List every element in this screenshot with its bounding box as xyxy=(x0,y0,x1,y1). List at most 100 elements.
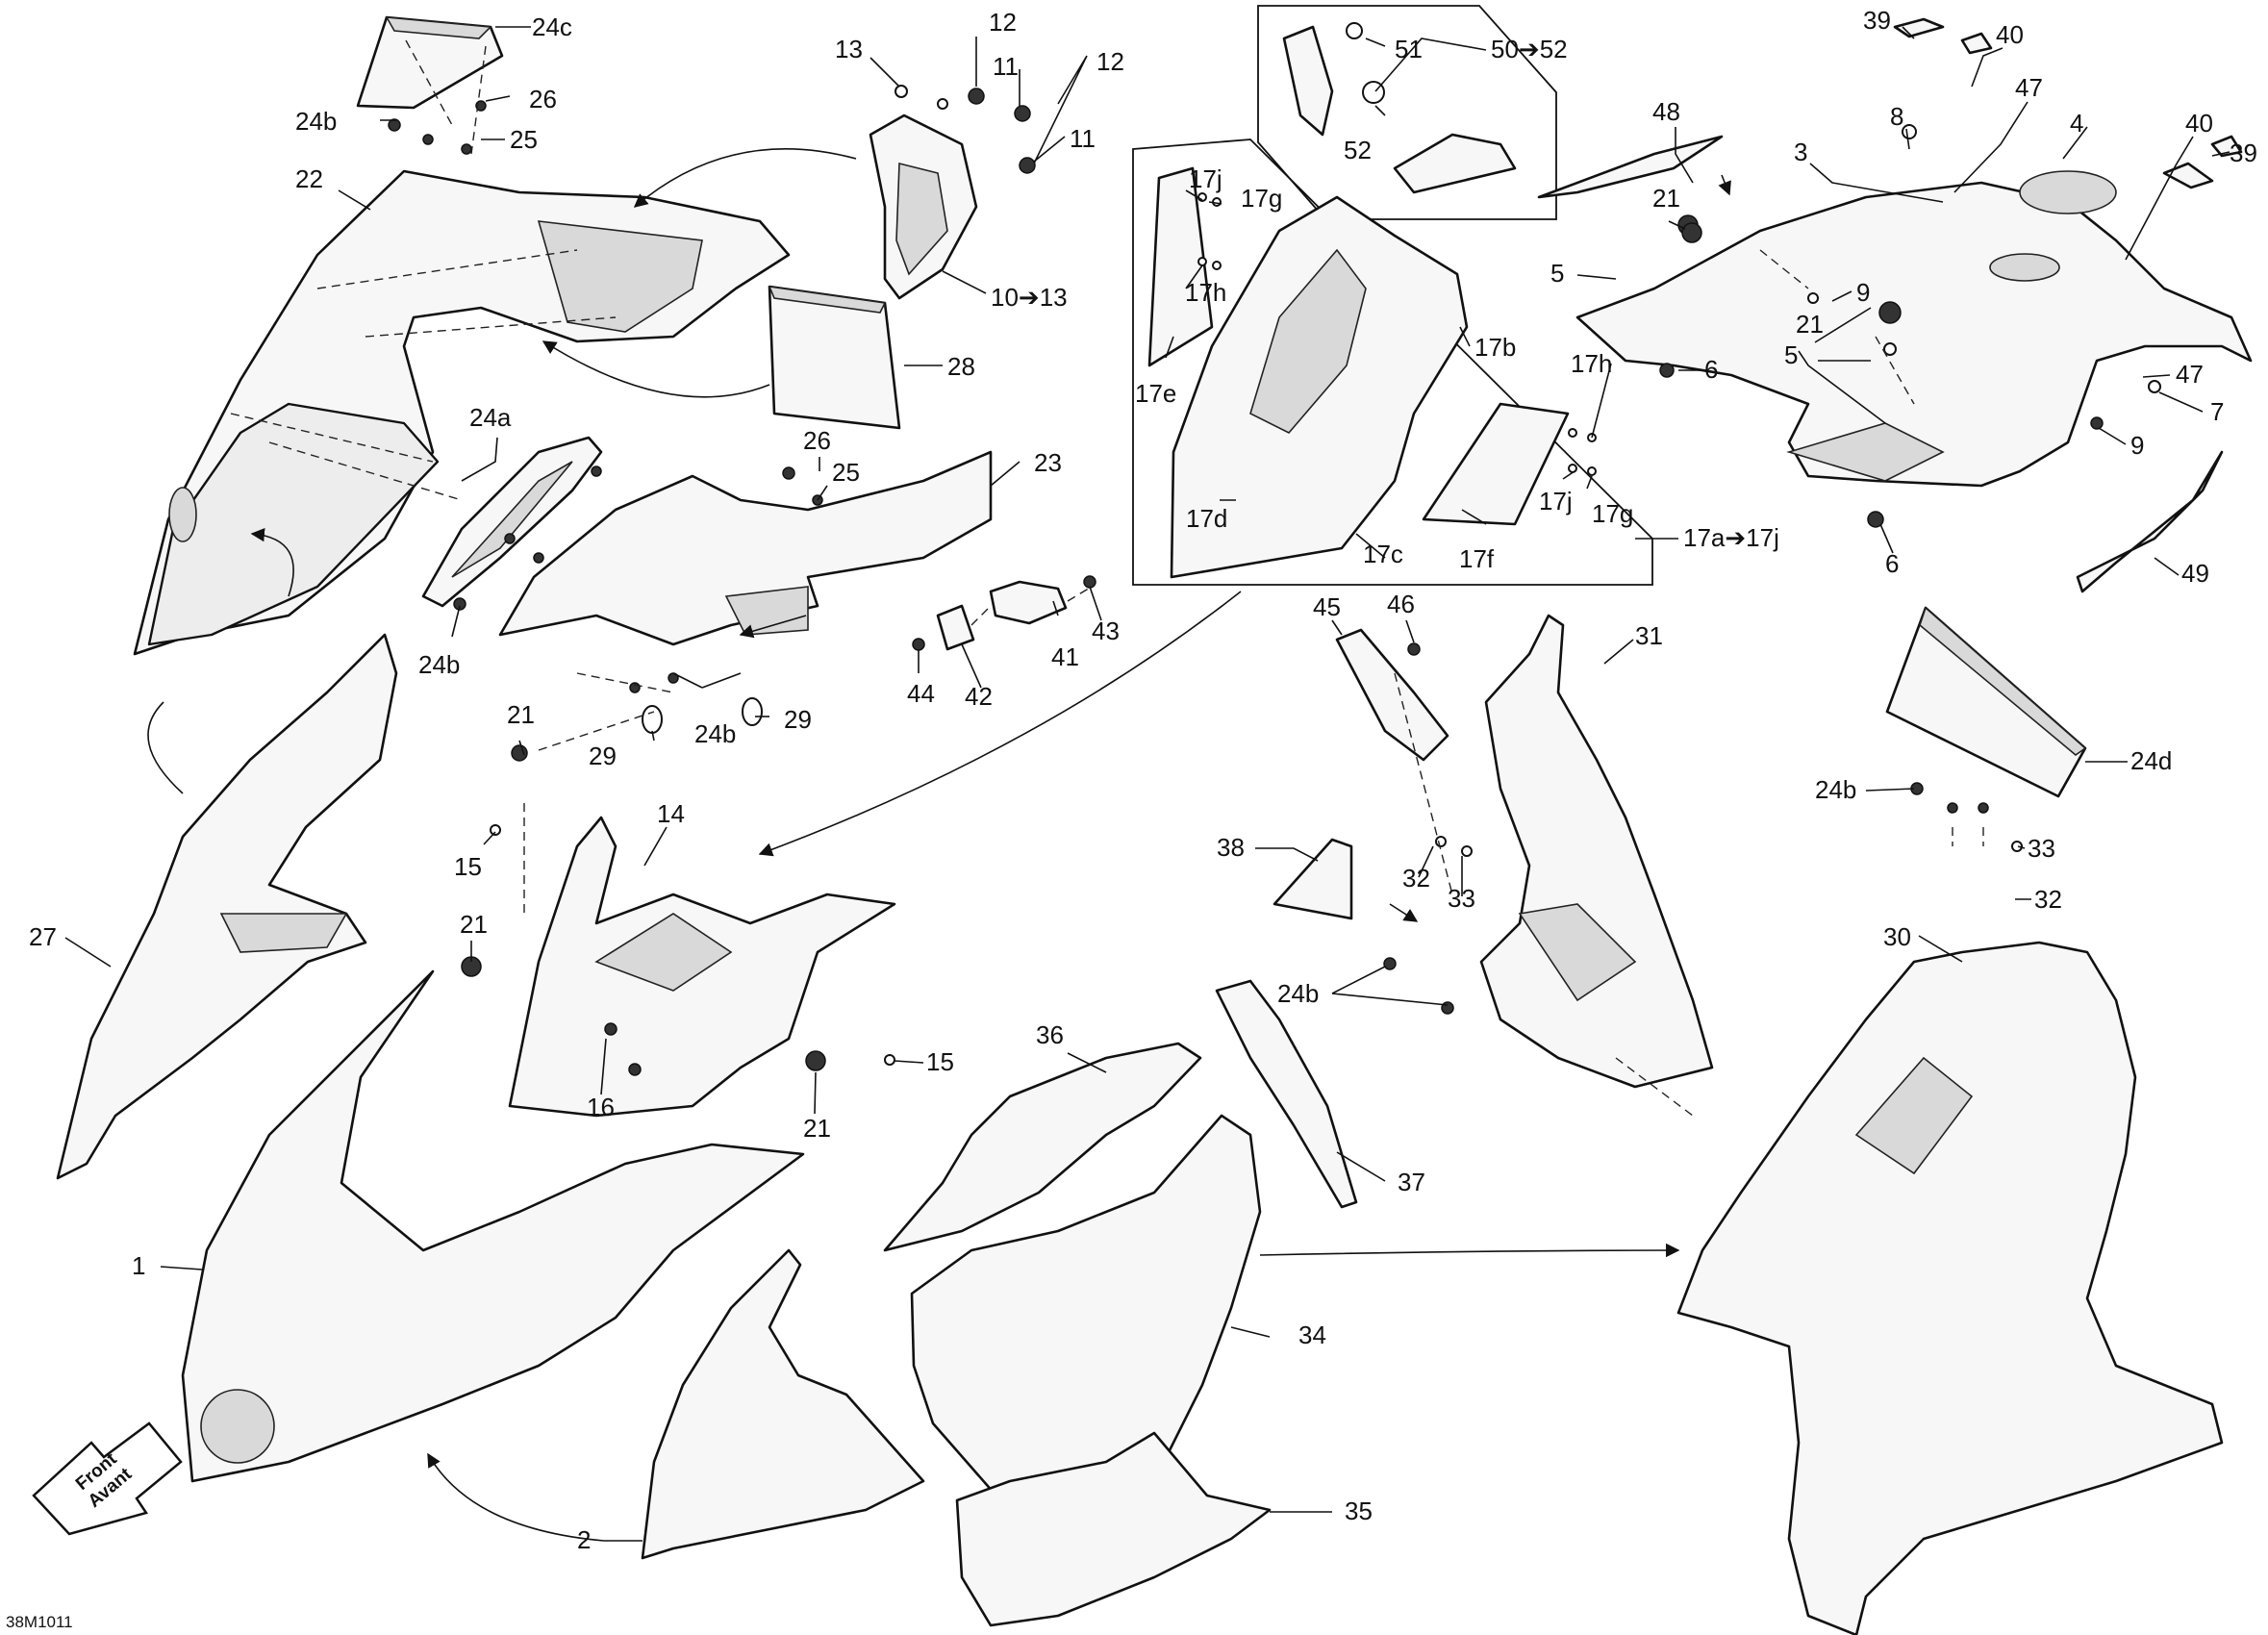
callout-17j: 17j xyxy=(1539,487,1573,516)
callout-17c: 17c xyxy=(1363,540,1403,568)
front-orientation-arrow: Front Avant xyxy=(32,1421,183,1536)
callout-17a-17j: 17a➔17j xyxy=(1683,523,1779,552)
callout-8: 8 xyxy=(1890,102,1903,131)
part-22-side-panel xyxy=(133,169,791,656)
callout-17e: 17e xyxy=(1135,379,1176,408)
callout-16: 16 xyxy=(587,1093,615,1121)
callout-32: 32 xyxy=(2034,885,2062,914)
callout-5: 5 xyxy=(1784,340,1798,369)
callout-35: 35 xyxy=(1345,1497,1373,1525)
callout-10-13: 10➔13 xyxy=(991,283,1068,312)
callout-39: 39 xyxy=(1863,6,1891,35)
callout-21: 21 xyxy=(1796,310,1824,339)
part-37-strip xyxy=(1215,979,1358,1209)
part-3-tank-cover xyxy=(1575,170,2253,488)
callout-1: 1 xyxy=(132,1251,145,1280)
part-39-40-knobs xyxy=(1893,17,2243,189)
callout-36: 36 xyxy=(1036,1020,1064,1049)
part-24c-cover xyxy=(356,15,504,110)
callout-22: 22 xyxy=(295,164,323,193)
callout-6: 6 xyxy=(1885,549,1899,578)
callout-50-52: 50➔52 xyxy=(1491,35,1568,63)
part-24d-cover xyxy=(1885,606,2087,798)
kit-box-50-52 xyxy=(1257,5,1557,220)
part-38-wedge xyxy=(1273,838,1353,920)
callout-40: 40 xyxy=(2185,109,2213,138)
callout-11: 11 xyxy=(1070,124,1096,153)
callout-17b: 17b xyxy=(1474,333,1516,362)
callout-25: 25 xyxy=(510,125,538,154)
part-30-side-fairing xyxy=(1676,941,2224,1635)
part-36-panel xyxy=(883,1042,1202,1252)
part-35-lower-panel xyxy=(955,1431,1272,1627)
callout-9: 9 xyxy=(2130,431,2144,460)
callout-38: 38 xyxy=(1217,833,1245,862)
callout-24c: 24c xyxy=(532,13,572,41)
callout-44: 44 xyxy=(907,679,935,708)
callout-37: 37 xyxy=(1398,1168,1425,1196)
callout-12: 12 xyxy=(1096,47,1124,76)
part-45-strap xyxy=(1335,628,1449,762)
callout-17g: 17g xyxy=(1592,499,1633,528)
callout-47: 47 xyxy=(2015,73,2043,102)
callout-24b: 24b xyxy=(295,107,337,136)
part-2-nose xyxy=(641,1248,925,1560)
callout-17j: 17j xyxy=(1189,164,1222,193)
callout-23: 23 xyxy=(1034,448,1062,477)
callout-28: 28 xyxy=(947,352,975,381)
callout-43: 43 xyxy=(1092,616,1120,645)
callout-52: 52 xyxy=(1344,136,1372,164)
callout-40: 40 xyxy=(1996,20,2024,49)
part-41-latch xyxy=(989,580,1068,625)
part-28-panel xyxy=(768,285,901,430)
callout-labels: 24c 24b 26 25 22 13 12 11 12 11 10➔13 28… xyxy=(29,6,2257,1554)
callout-24b: 24b xyxy=(694,719,736,748)
diagram-reference-code: 38M1011 xyxy=(6,1613,73,1631)
callout-41: 41 xyxy=(1051,642,1079,671)
callout-14: 14 xyxy=(657,799,685,828)
callout-26: 26 xyxy=(803,426,831,455)
callout-42: 42 xyxy=(965,682,993,711)
callout-17h: 17h xyxy=(1571,349,1612,378)
callout-49: 49 xyxy=(2181,559,2209,588)
callout-30: 30 xyxy=(1883,922,1911,951)
callout-24d: 24d xyxy=(2130,746,2172,775)
assembly-arrows xyxy=(147,148,1731,1542)
callout-29: 29 xyxy=(784,705,812,734)
callout-21: 21 xyxy=(1652,184,1680,213)
leader-lines xyxy=(64,26,2230,1542)
callout-24b: 24b xyxy=(1815,775,1856,804)
callout-17g: 17g xyxy=(1241,184,1282,213)
callout-24a: 24a xyxy=(469,403,512,432)
callout-3: 3 xyxy=(1794,138,1807,166)
callout-9: 9 xyxy=(1856,278,1870,307)
part-24a-vent xyxy=(421,436,603,608)
callout-46: 46 xyxy=(1387,590,1415,618)
callout-33: 33 xyxy=(1448,884,1475,913)
callout-26: 26 xyxy=(529,85,557,113)
callout-33: 33 xyxy=(2028,834,2055,863)
callout-17h: 17h xyxy=(1185,278,1226,307)
part-42-plate xyxy=(936,604,975,651)
callout-48: 48 xyxy=(1652,97,1680,126)
callout-6: 6 xyxy=(1704,355,1718,384)
part-49-trim xyxy=(2076,450,2224,593)
callout-2: 2 xyxy=(577,1525,591,1554)
callout-32: 32 xyxy=(1402,864,1430,893)
callout-25: 25 xyxy=(832,458,860,487)
callout-12: 12 xyxy=(989,8,1017,37)
callout-13: 13 xyxy=(835,35,863,63)
callout-17f: 17f xyxy=(1459,544,1495,573)
callout-21: 21 xyxy=(507,700,535,729)
callout-5: 5 xyxy=(1550,259,1564,288)
kit-box-17a-17j xyxy=(1132,138,1653,586)
part-14-headlight-support xyxy=(508,816,896,1118)
callout-21: 21 xyxy=(460,910,488,939)
callout-27: 27 xyxy=(29,922,57,951)
part-31-frame-bracket xyxy=(1479,614,1714,1089)
callout-24b: 24b xyxy=(418,650,460,679)
part-13-10-headlight-bracket xyxy=(869,113,978,300)
assembly-dashed-lines xyxy=(230,39,1984,1117)
callout-24b: 24b xyxy=(1277,979,1319,1008)
